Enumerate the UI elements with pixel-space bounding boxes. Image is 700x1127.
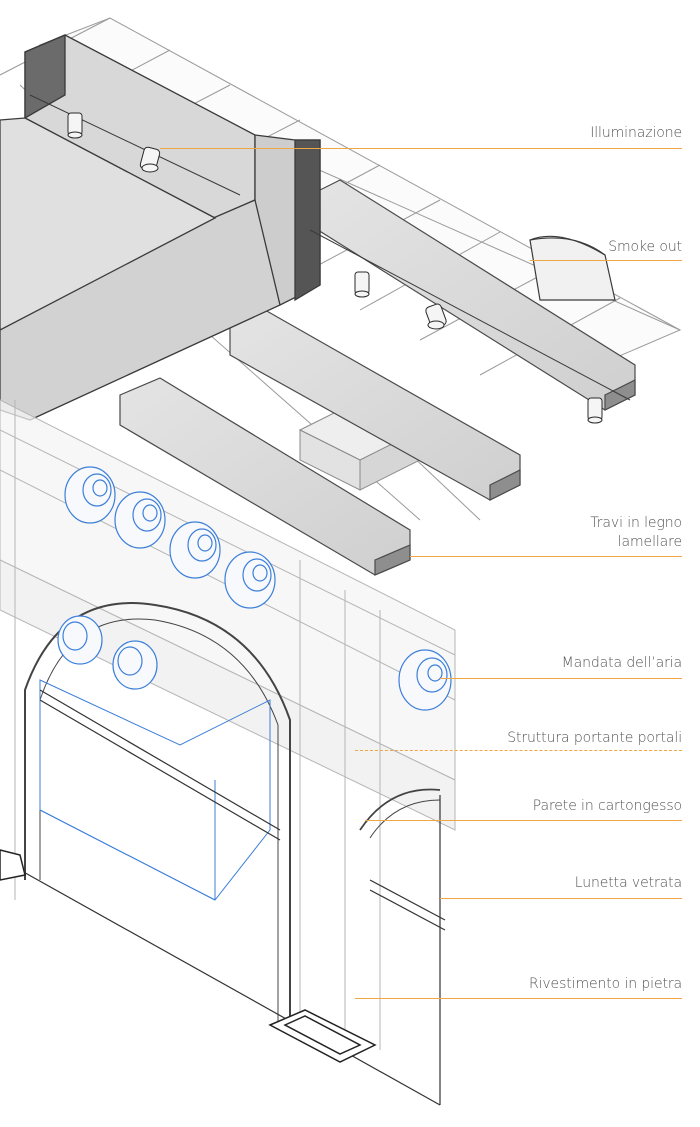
spotlight-icon — [587, 397, 603, 424]
label-struttura: Struttura portante portali — [507, 730, 682, 746]
spotlight-icon — [139, 146, 161, 173]
diffuser-icon — [57, 615, 103, 665]
diffuser-icon — [169, 521, 221, 579]
air-diffusers — [57, 466, 452, 711]
leader-struttura — [355, 750, 682, 751]
label-illuminazione: Illuminazione — [590, 125, 682, 141]
spotlight-icon — [425, 303, 447, 330]
spotlights — [67, 112, 603, 424]
leader-parete — [365, 820, 682, 821]
glulam-main-beam — [0, 34, 321, 421]
label-travi-line1: Travi in legno — [590, 515, 682, 531]
leader-mandata — [440, 678, 682, 679]
leader-travi — [410, 556, 682, 557]
label-smoke-out: Smoke out — [608, 239, 682, 255]
label-mandata: Mandata dell’aria — [561, 655, 682, 671]
glazed-lunette — [19, 689, 446, 1106]
diffuser-icon — [64, 466, 116, 524]
label-parete: Parete in cartongesso — [532, 798, 682, 814]
leader-smoke-out — [530, 260, 682, 261]
label-lunetta: Lunetta vetrata — [574, 875, 682, 891]
spotlight-icon — [354, 271, 370, 298]
leader-lunetta — [440, 898, 682, 899]
air-supply-boxes — [39, 679, 271, 901]
stone-arch — [24, 602, 441, 1035]
label-travi-line2: lamellare — [617, 534, 682, 550]
diffuser-icon — [398, 649, 452, 711]
diffuser-icon — [112, 640, 158, 690]
spotlight-icon — [67, 112, 83, 139]
label-rivestimento: Rivestimento in pietra — [528, 976, 682, 992]
smoke-out-vent — [529, 235, 616, 301]
lighting-tracks — [29, 94, 631, 401]
diffuser-icon — [114, 491, 166, 549]
column-bases — [0, 849, 377, 1063]
leader-rivestimento — [355, 998, 682, 999]
diffuser-icon — [224, 551, 276, 609]
leader-illuminazione — [160, 148, 682, 149]
